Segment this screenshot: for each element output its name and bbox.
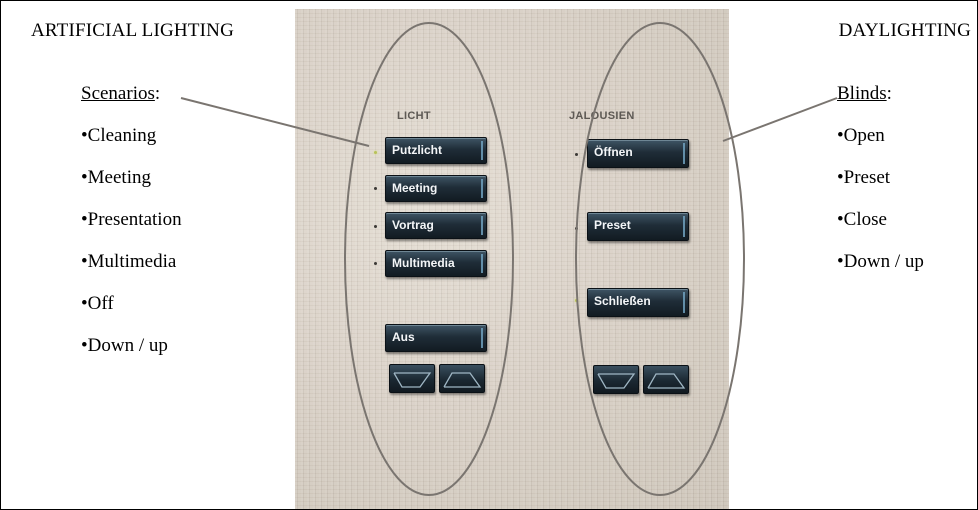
scenarios-caption: Scenarios: — [81, 77, 182, 119]
artificial-lighting-heading: ARTIFICIAL LIGHTING — [31, 20, 235, 41]
up-arrow-icon — [647, 373, 686, 389]
up-arrow-icon — [443, 372, 482, 388]
blinds-caption: Blinds: — [837, 77, 924, 119]
jalousien-ellipse — [575, 22, 745, 496]
scenarios-connector-line — [180, 97, 370, 147]
vortrag-button[interactable]: Vortrag — [385, 212, 487, 239]
blinds-item-preset: •Preset — [837, 167, 891, 188]
jalousien-down-button[interactable] — [593, 365, 639, 394]
daylighting-heading: DAYLIGHTING — [838, 20, 971, 41]
multimedia-indicator — [374, 262, 377, 265]
blinds-caption-colon: : — [886, 83, 892, 104]
licht-down-button[interactable] — [389, 364, 435, 393]
licht-up-button[interactable] — [439, 364, 485, 393]
preset-button[interactable]: Preset — [587, 212, 689, 241]
oeffnen-indicator — [575, 153, 578, 156]
putzlicht-indicator — [374, 151, 377, 154]
scenario-item-presentation: •Presentation — [81, 209, 182, 230]
blinds-item-open: •Open — [837, 125, 885, 146]
schliessen-button[interactable]: Schließen — [587, 288, 689, 317]
blinds-item-close: •Close — [837, 209, 887, 230]
vortrag-indicator — [374, 225, 377, 228]
jalousien-up-button[interactable] — [643, 365, 689, 394]
scenarios-caption-text: Scenarios — [81, 83, 155, 104]
blinds-list: Blinds: •Open •Preset •Close •Down / up — [837, 77, 924, 287]
aus-button[interactable]: Aus — [385, 324, 487, 352]
scenario-item-down-up: •Down / up — [81, 335, 168, 356]
meeting-indicator — [374, 187, 377, 190]
down-arrow-icon — [393, 372, 432, 388]
licht-label: LICHT — [397, 110, 431, 122]
scenario-item-multimedia: •Multimedia — [81, 251, 177, 272]
down-arrow-icon — [597, 373, 636, 389]
scenario-item-cleaning: •Cleaning — [81, 125, 157, 146]
jalousien-label: JALOUSIEN — [569, 110, 635, 122]
multimedia-button[interactable]: Multimedia — [385, 250, 487, 277]
licht-ellipse — [344, 22, 514, 496]
scenario-item-meeting: •Meeting — [81, 167, 151, 188]
scenarios-caption-colon: : — [154, 83, 161, 104]
blinds-caption-text: Blinds — [837, 83, 887, 104]
putzlicht-button[interactable]: Putzlicht — [385, 137, 487, 164]
blinds-item-down-up: •Down / up — [837, 251, 924, 272]
scenarios-list: Scenarios: •Cleaning •Meeting •Presentat… — [81, 77, 182, 371]
blinds-connector-line — [722, 97, 838, 142]
meeting-button[interactable]: Meeting — [385, 175, 487, 202]
oeffnen-button[interactable]: Öffnen — [587, 139, 689, 168]
control-panel: LICHT JALOUSIEN Putzlicht Meeting Vortra… — [295, 9, 729, 509]
scenario-item-off: •Off — [81, 293, 114, 314]
